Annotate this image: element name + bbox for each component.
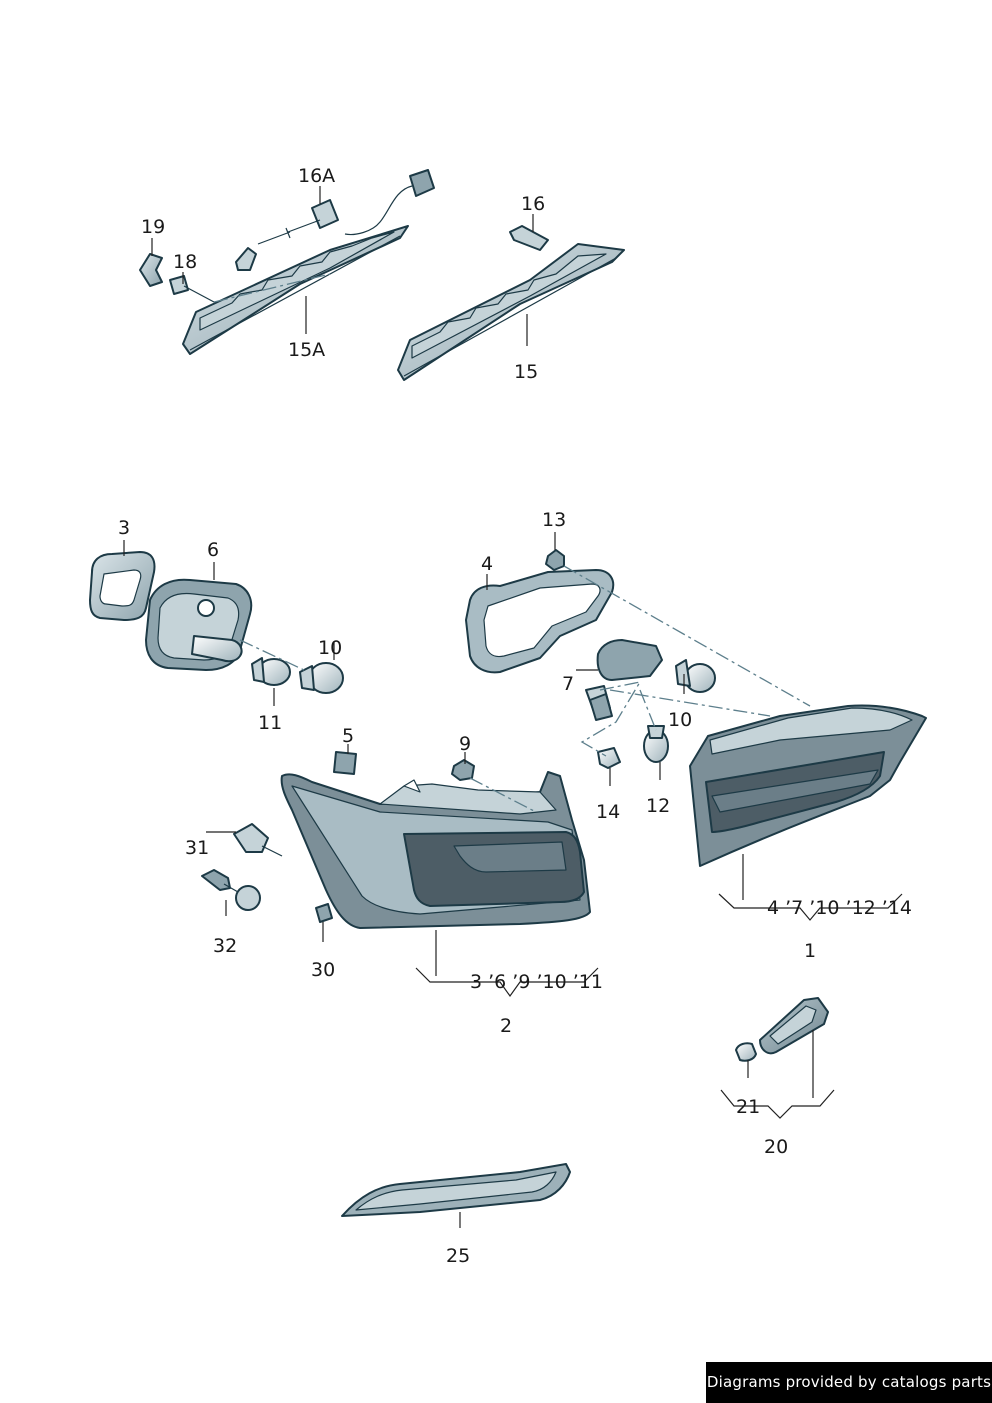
label-9: 9 bbox=[459, 733, 471, 755]
gasket-4 bbox=[465, 569, 615, 674]
bulb-21 bbox=[735, 1042, 757, 1062]
label-group-1: 4 ’7 ’10 ’12 ’14 bbox=[767, 897, 912, 919]
label-25: 25 bbox=[446, 1245, 470, 1267]
bulb-holder-32 bbox=[201, 869, 261, 911]
bulb-10-left bbox=[299, 662, 344, 694]
cap-5 bbox=[333, 751, 357, 775]
label-10-left: 10 bbox=[318, 637, 342, 659]
leader-lines bbox=[123, 186, 903, 1228]
gasket-3 bbox=[89, 551, 156, 621]
label-4: 4 bbox=[481, 553, 493, 575]
rear-light-outer-2 bbox=[280, 771, 591, 929]
brake-light-strip-15 bbox=[397, 243, 625, 381]
clip-19 bbox=[139, 253, 163, 287]
label-19: 19 bbox=[141, 216, 165, 238]
wire-harness-16A bbox=[235, 169, 435, 271]
label-6: 6 bbox=[207, 539, 219, 561]
label-11: 11 bbox=[258, 712, 282, 734]
label-13: 13 bbox=[542, 509, 566, 531]
rear-light-inner-1 bbox=[689, 704, 927, 867]
label-21: 21 bbox=[736, 1096, 760, 1118]
label-3: 3 bbox=[118, 517, 130, 539]
bulb-10-right bbox=[675, 659, 716, 693]
license-light-20 bbox=[759, 997, 829, 1055]
alignment-lines bbox=[213, 273, 811, 813]
label-20: 20 bbox=[764, 1136, 788, 1158]
label-1: 1 bbox=[804, 940, 816, 962]
label-32: 32 bbox=[213, 935, 237, 957]
label-10-right: 10 bbox=[668, 709, 692, 731]
bulb-11 bbox=[251, 657, 291, 686]
bulb-12 bbox=[643, 725, 669, 763]
label-5: 5 bbox=[342, 725, 354, 747]
attribution-footer: Diagrams provided by catalogs parts bbox=[706, 1362, 992, 1403]
label-16A: 16A bbox=[298, 165, 335, 187]
label-12: 12 bbox=[646, 795, 670, 817]
label-14: 14 bbox=[596, 801, 620, 823]
bulb-holder-6 bbox=[145, 578, 253, 671]
label-18: 18 bbox=[173, 251, 197, 273]
brake-light-strip-15A bbox=[182, 225, 409, 355]
part-labels: 16A 19 18 15A 16 15 3 6 10 11 13 4 7 10 … bbox=[118, 165, 912, 1267]
label-group-2: 3 ’6 ’9 ’10 ’11 bbox=[470, 971, 603, 993]
clip-30 bbox=[315, 903, 333, 923]
label-2: 2 bbox=[500, 1015, 512, 1037]
label-15: 15 bbox=[514, 361, 538, 383]
nut-9 bbox=[451, 759, 475, 781]
label-7: 7 bbox=[562, 673, 574, 695]
label-31: 31 bbox=[185, 837, 209, 859]
bulb-14 bbox=[597, 747, 621, 769]
adjuster-31 bbox=[233, 823, 283, 857]
bulb-holder-7 bbox=[585, 639, 663, 721]
nut-13 bbox=[545, 549, 565, 571]
label-16: 16 bbox=[521, 193, 545, 215]
screw-18 bbox=[169, 275, 215, 303]
reflector-25 bbox=[341, 1163, 571, 1217]
label-15A: 15A bbox=[288, 339, 325, 361]
label-30: 30 bbox=[311, 959, 335, 981]
wire-harness-16 bbox=[509, 225, 549, 251]
